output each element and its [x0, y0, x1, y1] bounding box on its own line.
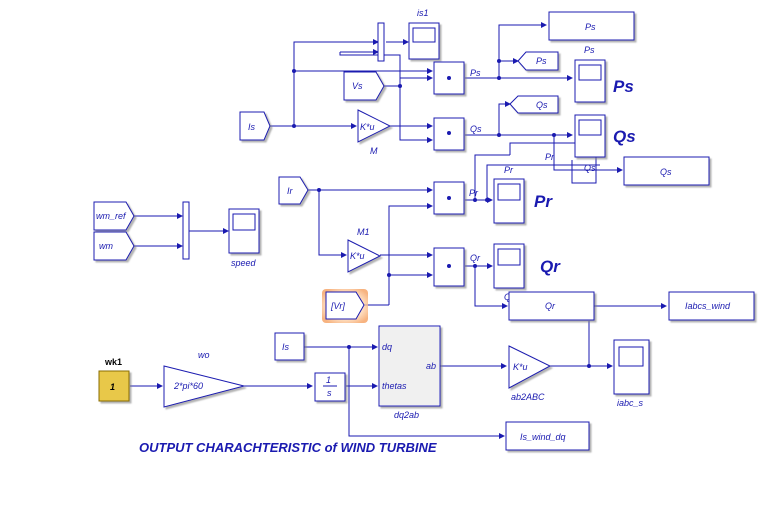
- scope-qs-title: Qs: [613, 127, 636, 146]
- scope-speed[interactable]: speed: [228, 208, 260, 268]
- product-ps[interactable]: Ps: [433, 61, 481, 95]
- from-wm[interactable]: wm: [93, 231, 135, 261]
- gain-wo-label: wo: [198, 350, 210, 360]
- gain-wo-text: 2*pi*60: [173, 381, 203, 391]
- goto-is-wind-dq-label: Is_wind_dq: [520, 432, 566, 442]
- integrator[interactable]: 1 s: [314, 372, 346, 402]
- scope-pr[interactable]: Pr Pr Pr: [493, 152, 555, 224]
- goto-is-wind-dq[interactable]: Is_wind_dq: [505, 421, 590, 451]
- dq2ab-port-thetas: thetas: [382, 381, 407, 391]
- goto-qs-caption: Qs: [584, 163, 596, 173]
- scope-ps[interactable]: Ps: [574, 59, 634, 103]
- gain-wo[interactable]: 2*pi*60 wo: [163, 350, 245, 408]
- product-pr[interactable]: Pr: [433, 181, 479, 215]
- from-ir-label: Ir: [287, 186, 294, 196]
- gain-ab2abc[interactable]: K*u ab2ABC: [508, 345, 552, 402]
- pr-goto-caption: Pr: [545, 152, 555, 162]
- scope-iabc-s[interactable]: iabc_s: [613, 339, 650, 408]
- goto-ps-small[interactable]: Ps: [517, 51, 559, 71]
- from-vr-label: [Vr]: [330, 301, 345, 311]
- from-is-bottom-label: Is: [282, 342, 290, 352]
- product-qs-out: Qs: [470, 124, 482, 134]
- integrator-num: 1: [326, 375, 331, 385]
- from-ir[interactable]: Ir: [278, 176, 309, 205]
- goto-qr-label: Qr: [545, 301, 556, 311]
- gain-m1-label: M1: [357, 227, 370, 237]
- gain-ab2abc-text: K*u: [513, 362, 528, 372]
- from-vr[interactable]: [Vr]: [322, 289, 368, 323]
- product-pr-out: Pr: [469, 188, 479, 198]
- goto-iabcs-wind-label: Iabcs_wind: [685, 301, 731, 311]
- gain-ab2abc-label: ab2ABC: [511, 392, 545, 402]
- product-qr[interactable]: Qr: [433, 247, 481, 287]
- from-wm-label: wm: [99, 241, 113, 251]
- goto-qs-wide-label: Qs: [660, 167, 672, 177]
- dq2ab-port-ab: ab: [426, 361, 436, 371]
- mux-is1[interactable]: [377, 22, 385, 62]
- from-wm-ref-label: wm_ref: [96, 211, 127, 221]
- scope-pr-title: Pr: [534, 192, 553, 211]
- constant-wk1[interactable]: wk1 1: [98, 357, 130, 402]
- constant-wk1-value: 1: [110, 382, 115, 392]
- scope-pr-caption: Pr: [504, 165, 514, 175]
- scope-speed-label: speed: [231, 258, 257, 268]
- product-qr-out: Qr: [470, 253, 481, 263]
- goto-iabcs-wind[interactable]: Iabcs_wind: [668, 291, 755, 321]
- scope-qs[interactable]: Qs: [574, 114, 636, 158]
- from-is-top[interactable]: Is: [239, 111, 271, 141]
- dq2ab-label: dq2ab: [394, 410, 419, 420]
- goto-ps-wide-label: Ps: [585, 22, 596, 32]
- mux-speed[interactable]: [182, 201, 190, 260]
- goto-ps-caption: Ps: [584, 45, 595, 55]
- goto-ps-wide[interactable]: Ps Ps: [548, 11, 635, 55]
- product-qs[interactable]: Qs: [433, 117, 482, 151]
- junction-dots: [292, 59, 591, 368]
- goto-qs-wide[interactable]: Qs Qs: [584, 156, 710, 186]
- from-vs-label: Vs: [352, 81, 363, 91]
- from-is-top-label: Is: [248, 122, 256, 132]
- scope-is1[interactable]: is1: [408, 8, 440, 60]
- scope-is1-label: is1: [417, 8, 429, 18]
- gain-m[interactable]: K*u M: [357, 109, 392, 156]
- scope-qr[interactable]: Qr Qr: [493, 243, 561, 302]
- dq2ab-port-dq: dq: [382, 342, 392, 352]
- goto-qs-small[interactable]: Qs: [509, 95, 559, 114]
- integrator-den: s: [327, 388, 332, 398]
- product-ps-out: Ps: [470, 68, 481, 78]
- constant-wk1-label: wk1: [104, 357, 122, 367]
- gain-m1[interactable]: K*u M1: [347, 227, 382, 273]
- subsystem-dq2ab[interactable]: dq thetas ab dq2ab: [378, 325, 441, 420]
- diagram-title: OUTPUT CHARACHTERISTIC of WIND TURBINE: [139, 440, 437, 455]
- scope-iabc-s-label: iabc_s: [617, 398, 644, 408]
- from-vs[interactable]: Vs: [343, 71, 385, 101]
- signal-lines: [130, 22, 667, 439]
- gain-m-label: M: [370, 146, 378, 156]
- from-is-bottom[interactable]: Is: [274, 332, 305, 361]
- scope-ps-title: Ps: [613, 77, 634, 96]
- gain-m1-text: K*u: [350, 251, 365, 261]
- gain-m-text: K*u: [360, 122, 375, 132]
- goto-ps-small-label: Ps: [536, 56, 547, 66]
- goto-qs-small-label: Qs: [536, 100, 548, 110]
- scope-qr-title: Qr: [540, 257, 561, 276]
- from-wm-ref[interactable]: wm_ref: [93, 201, 135, 231]
- goto-qr[interactable]: Qr: [508, 291, 595, 321]
